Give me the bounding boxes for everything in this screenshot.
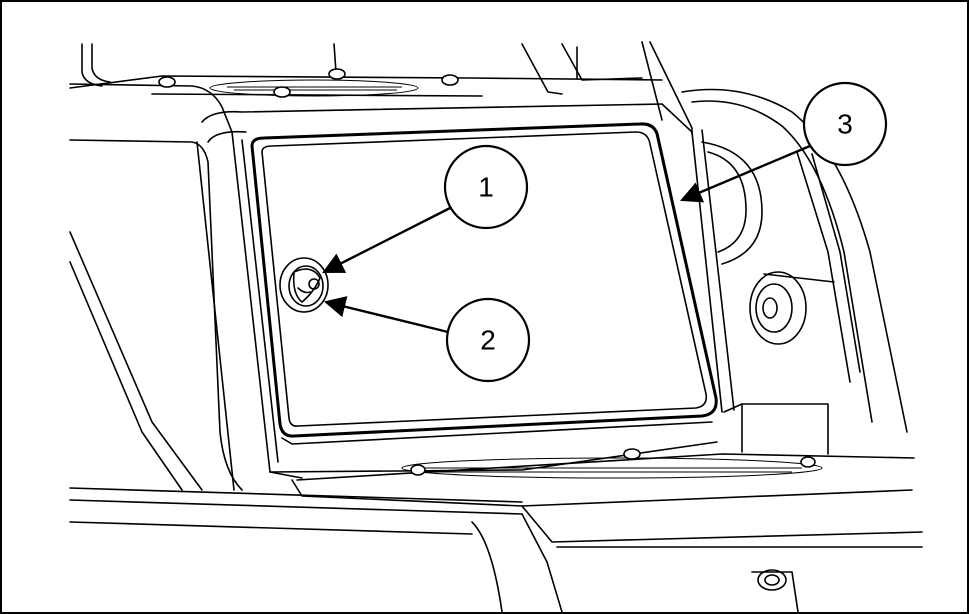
- door-latch: [279, 257, 329, 313]
- left-body-panel: [69, 83, 523, 535]
- lower-bolts: [410, 448, 816, 476]
- door-frame: [201, 103, 735, 479]
- top-structure: [69, 41, 693, 135]
- right-structure: [681, 88, 908, 455]
- access-door: [250, 122, 718, 445]
- callout-leaders: [322, 144, 811, 334]
- callout-2-label: 2: [480, 325, 496, 356]
- top-bolts: [158, 68, 459, 98]
- callout-1-leader: [322, 204, 455, 274]
- callout-3-leader: [680, 144, 811, 203]
- callout-1-label: 1: [478, 172, 494, 203]
- callout-1: 1: [443, 144, 529, 230]
- callout-3: 3: [802, 81, 888, 167]
- lower-platform: [291, 448, 923, 612]
- callout-2: 2: [445, 297, 531, 383]
- callout-3-label: 3: [837, 109, 853, 140]
- callout-2-leader: [323, 296, 449, 334]
